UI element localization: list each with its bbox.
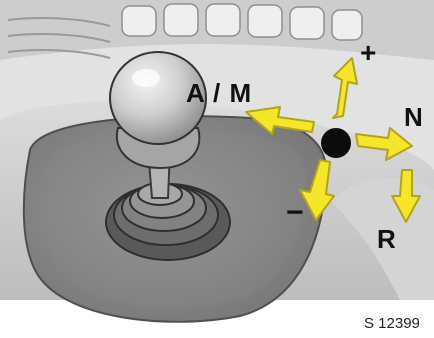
label-auto-manual: A / M bbox=[186, 80, 252, 106]
shift-knob bbox=[110, 52, 206, 168]
label-plus: + bbox=[360, 39, 376, 67]
label-neutral: N bbox=[404, 104, 423, 130]
figure-reference-code: S 12399 bbox=[364, 316, 420, 331]
label-reverse: R bbox=[377, 226, 396, 252]
gear-position-dot bbox=[321, 128, 351, 158]
label-minus: − bbox=[286, 198, 304, 228]
